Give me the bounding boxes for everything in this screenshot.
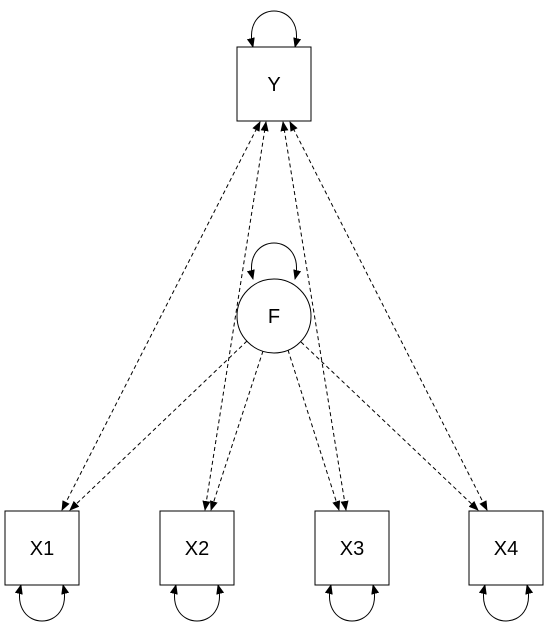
self-loop-x1 [14, 584, 70, 622]
self-loop-x3 [324, 584, 380, 622]
node-x1: X1 [4, 510, 80, 586]
node-y-box [236, 46, 312, 122]
node-x1-box [4, 510, 80, 586]
node-x3-box [314, 510, 390, 586]
node-x1-label: X1 [30, 538, 54, 560]
node-f: F [236, 278, 312, 354]
self-loop-x4 [478, 584, 534, 622]
node-y-label: Y [267, 74, 280, 96]
edge-y-x4 [289, 121, 488, 511]
edge-f-x4 [300, 341, 479, 511]
node-x3: X3 [314, 510, 390, 586]
edge-f-x1 [69, 340, 248, 511]
node-x2: X2 [159, 510, 235, 586]
edge-y-x2 [202, 121, 269, 511]
edge-f-x2 [209, 350, 264, 511]
node-x2-label: X2 [185, 538, 209, 560]
node-x4-box [468, 510, 544, 586]
self-loop-x2 [169, 584, 225, 622]
node-x4: X4 [468, 510, 544, 586]
node-x4-label: X4 [494, 538, 518, 560]
edge-f-x3 [287, 349, 341, 511]
node-x3-label: X3 [340, 538, 364, 560]
node-y: Y [236, 46, 312, 122]
node-f-label: F [268, 306, 280, 328]
node-f-circle [236, 278, 312, 354]
self-loop-f [246, 242, 302, 280]
self-loop-y [246, 10, 302, 48]
node-x2-box [159, 510, 235, 586]
